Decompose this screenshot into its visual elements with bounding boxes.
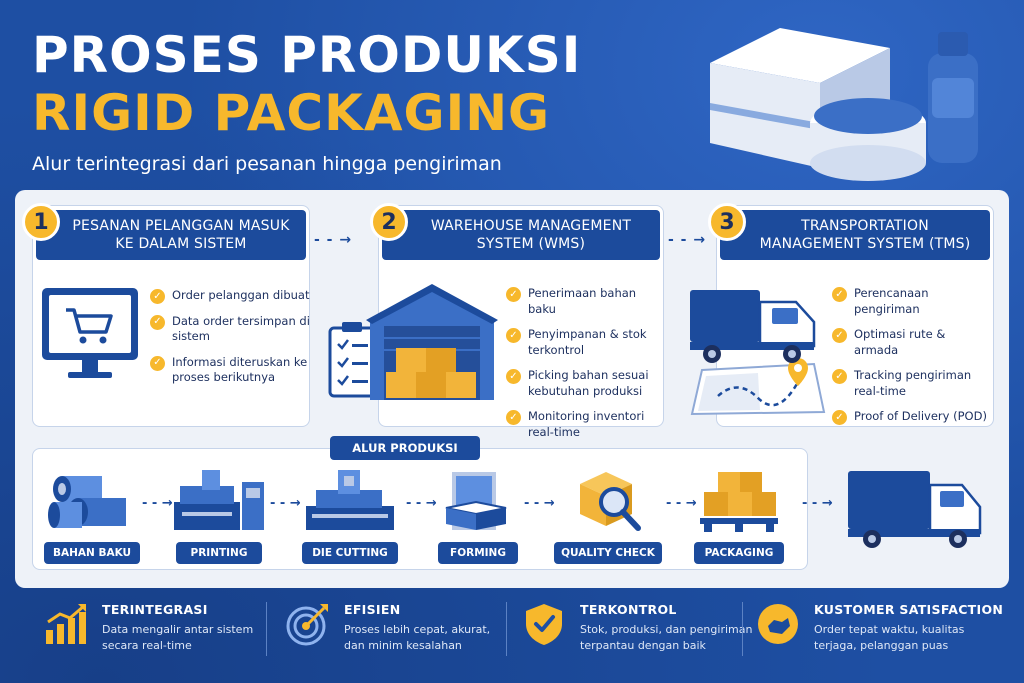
production-flow-label: ALUR PRODUKSI [330, 436, 480, 460]
list-item: ✓Order pelanggan dibuat [150, 288, 310, 304]
check-icon: ✓ [506, 369, 521, 385]
check-icon: ✓ [832, 328, 847, 344]
benefit-title: KUSTOMER SATISFACTION [814, 602, 1004, 617]
stage-packaging: PACKAGING [694, 542, 784, 564]
check-icon: ✓ [832, 287, 847, 302]
step-3-title: TRANSPORTATION MANAGEMENT SYSTEM (TMS) [720, 210, 990, 260]
list-item: ✓Perencanaan pengiriman [832, 286, 992, 317]
stage-arrow-icon: - - → [142, 496, 173, 511]
shield-check-icon [526, 604, 562, 645]
truck-map-icon [690, 290, 826, 416]
step-3-number: 3 [708, 203, 746, 241]
list-item: ✓Picking bahan sesuai kebutuhan produksi [506, 368, 662, 399]
stage-arrow-icon: - - → [666, 496, 697, 511]
printing-machine-icon [174, 470, 264, 530]
step-2-title: WAREHOUSE MANAGEMENT SYSTEM (WMS) [382, 210, 660, 260]
list-item: ✓Monitoring inventori real-time [506, 409, 662, 440]
stage-arrow-icon: - - → [406, 496, 437, 511]
benefit-efficient: EFISIEN Proses lebih cepat, akurat,dan m… [286, 600, 496, 670]
divider [506, 602, 507, 656]
check-icon: ✓ [506, 410, 521, 426]
check-icon: ✓ [832, 410, 847, 426]
page-subtitle: Alur terintegrasi dari pesanan hingga pe… [32, 153, 502, 175]
list-item: ✓Optimasi rute & armada [832, 327, 992, 358]
stage-arrow-icon: - - → [270, 496, 301, 511]
check-icon: ✓ [150, 289, 165, 304]
stage-quality-check: QUALITY CHECK [554, 542, 662, 564]
stage-die-cutting: DIE CUTTING [302, 542, 398, 564]
page-title-line1: PROSES PRODUKSI [32, 26, 582, 84]
die-cutting-machine-icon [306, 470, 394, 530]
check-icon: ✓ [150, 314, 165, 330]
benefit-title: TERINTEGRASI [102, 602, 208, 617]
quality-check-icon [580, 472, 641, 531]
delivery-truck-icon [848, 471, 982, 548]
production-flow-panel [32, 448, 808, 570]
step-1-number: 1 [22, 203, 60, 241]
benefit-title: EFISIEN [344, 602, 401, 617]
page-title-line2: RIGID PACKAGING [32, 84, 551, 142]
warehouse-icon [328, 284, 498, 400]
list-item: ✓Proof of Delivery (POD) [832, 409, 992, 426]
list-item: ✓Penerimaan bahan baku [506, 286, 662, 317]
benefit-title: TERKONTROL [580, 602, 677, 617]
material-rolls-icon [48, 476, 126, 528]
target-icon [286, 604, 328, 646]
step-3-list: ✓Perencanaan pengiriman ✓Optimasi rute &… [832, 286, 992, 435]
check-icon: ✓ [506, 287, 521, 302]
forming-machine-icon [445, 472, 507, 530]
list-item: ✓Data order tersimpan di sistem [150, 314, 310, 345]
stage-arrow-icon: - - → [802, 496, 833, 511]
benefit-controlled: TERKONTROL Stok, produksi, dan pengirima… [522, 600, 752, 670]
packaging-hero-icon [710, 28, 978, 181]
divider [742, 602, 743, 656]
list-item: ✓Informasi diteruskan ke proses berikutn… [150, 355, 310, 386]
step-2-list: ✓Penerimaan bahan baku ✓Penyimpanan & st… [506, 286, 662, 450]
list-item: ✓Penyimpanan & stok terkontrol [506, 327, 662, 358]
stage-raw-material: BAHAN BAKU [44, 542, 140, 564]
list-item: ✓Tracking pengiriman real-time [832, 368, 992, 399]
computer-cart-icon [42, 288, 138, 378]
stage-printing: PRINTING [176, 542, 262, 564]
stage-forming: FORMING [438, 542, 518, 564]
step-2-number: 2 [370, 203, 408, 241]
satisfaction-icon [758, 604, 798, 644]
flow-arrow-icon: - - → [668, 232, 707, 248]
growth-chart-icon [46, 604, 86, 644]
stage-arrow-icon: - - → [524, 496, 555, 511]
check-icon: ✓ [506, 328, 521, 344]
step-1-list: ✓Order pelanggan dibuat ✓Data order ters… [150, 288, 310, 396]
packaging-boxes-icon [700, 472, 778, 532]
check-icon: ✓ [832, 369, 847, 385]
step-1-title: PESANAN PELANGGAN MASUK KE DALAM SISTEM [36, 210, 306, 260]
benefit-desc: Proses lebih cepat, akurat,dan minim kes… [344, 623, 491, 652]
divider [266, 602, 267, 656]
flow-arrow-icon: - - → [314, 232, 353, 248]
benefit-satisfaction: KUSTOMER SATISFACTION Order tepat waktu,… [756, 600, 1003, 670]
check-icon: ✓ [150, 355, 165, 371]
